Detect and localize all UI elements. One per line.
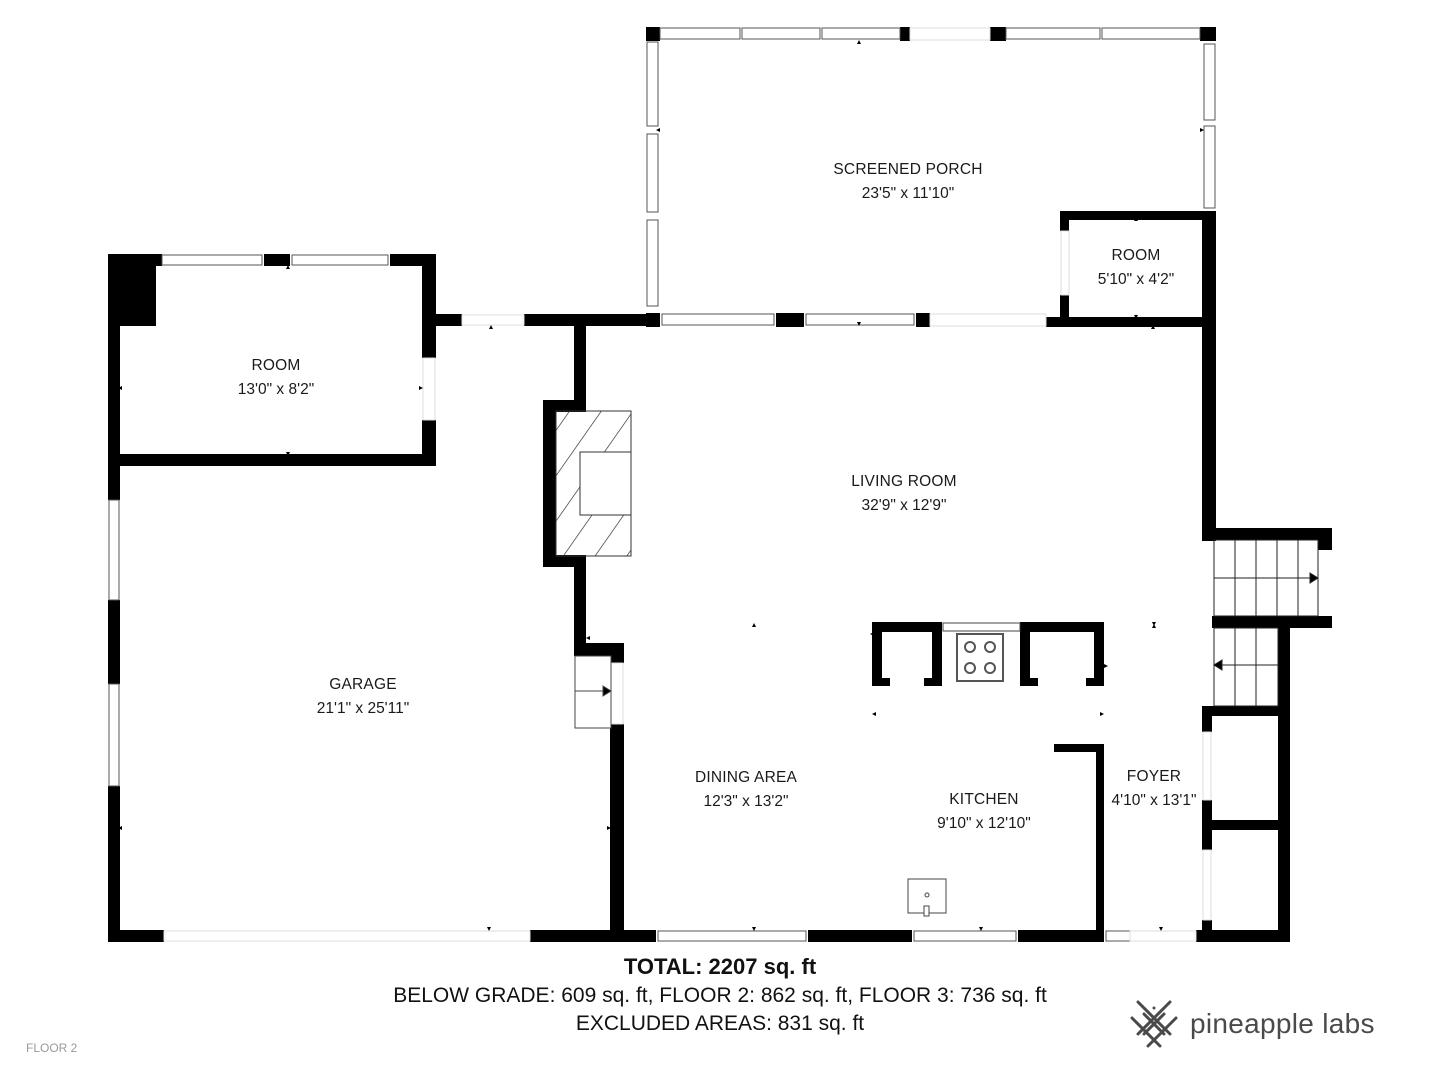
room-dimensions: 32'9" x 12'9" <box>861 497 947 514</box>
room-name: SCREENED PORCH <box>833 161 983 178</box>
room-label-small-room: ROOM 5'10" x 4'2" <box>1098 244 1174 292</box>
stove-icon <box>942 622 1021 682</box>
area-breakdown: BELOW GRADE: 609 sq. ft, FLOOR 2: 862 sq… <box>393 984 1047 1007</box>
room-label-living-room: LIVING ROOM 32'9" x 12'9" <box>851 470 957 518</box>
room-label-dining-area: DINING AREA 12'3" x 13'2" <box>695 766 797 814</box>
room-dimensions: 12'3" x 13'2" <box>703 793 789 810</box>
brand-logo: pineapple labs <box>1130 996 1375 1052</box>
room-dimensions: 9'10" x 12'10" <box>937 815 1031 832</box>
garage-step <box>574 655 612 729</box>
room-label-garage: GARAGE 21'1" x 25'11" <box>317 673 409 721</box>
room-dimensions: 13'0" x 8'2" <box>237 381 315 398</box>
openings <box>163 27 1212 942</box>
sink-icon <box>907 878 947 917</box>
room-name: FOYER <box>1126 768 1182 785</box>
room-dimensions: 21'1" x 25'11" <box>316 700 410 717</box>
windows <box>108 27 1216 942</box>
room-name: GARAGE <box>329 676 397 693</box>
room-name: DINING AREA <box>694 769 798 786</box>
stairs <box>1213 539 1319 707</box>
walls <box>108 27 1332 942</box>
floor-label: FLOOR 2 <box>26 1041 78 1055</box>
room-name: ROOM <box>1111 247 1161 264</box>
fireplace <box>555 410 632 557</box>
total-area: TOTAL: 2207 sq. ft <box>623 954 817 979</box>
brand-name: pineapple labs <box>1190 1008 1375 1039</box>
room-dimensions: 5'10" x 4'2" <box>1097 271 1175 288</box>
room-label-foyer: FOYER 4'10" x 13'1" <box>1111 765 1196 813</box>
room-name: KITCHEN <box>949 791 1019 808</box>
room-dimensions: 23'5" x 11'10" <box>861 185 955 202</box>
room-label-left-room: ROOM 13'0" x 8'2" <box>238 354 314 402</box>
room-name: ROOM <box>251 357 301 374</box>
pineapple-lattice-icon <box>1130 1000 1178 1048</box>
room-label-kitchen: KITCHEN 9'10" x 12'10" <box>937 788 1031 836</box>
excluded-areas: EXCLUDED AREAS: 831 sq. ft <box>575 1012 865 1035</box>
room-label-screened-porch: SCREENED PORCH 23'5" x 11'10" <box>833 158 982 206</box>
room-name: LIVING ROOM <box>851 473 957 490</box>
room-dimensions: 4'10" x 13'1" <box>1111 792 1197 809</box>
dimension-markers <box>118 40 1204 931</box>
